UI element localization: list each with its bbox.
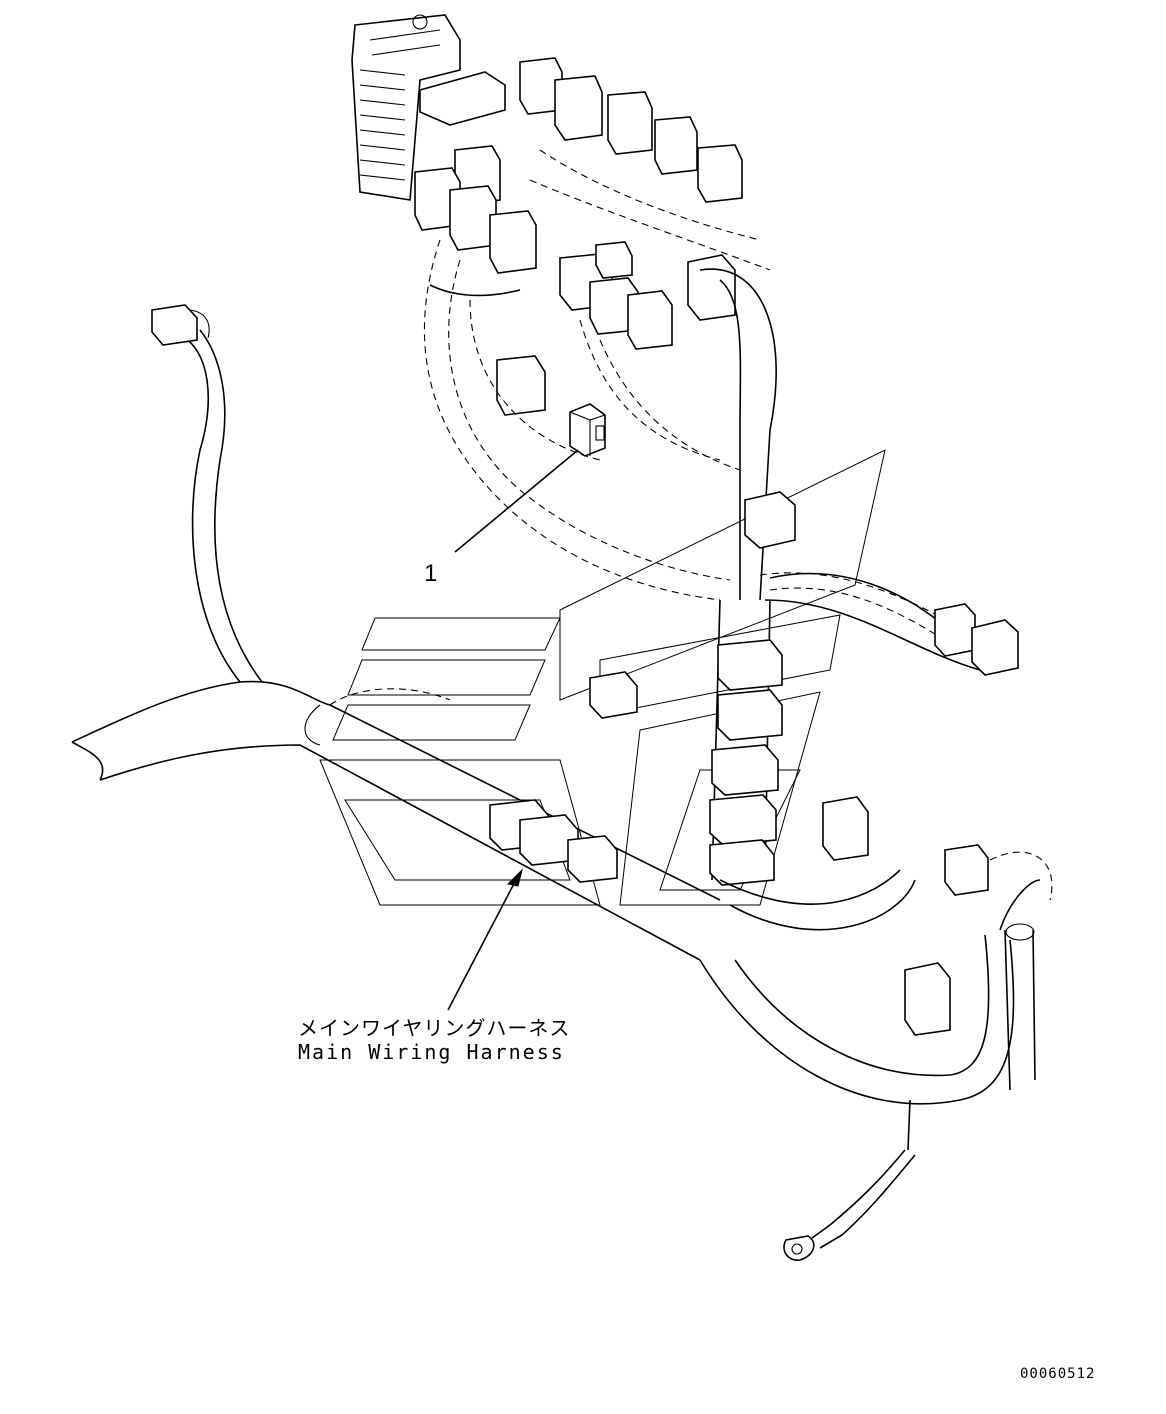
harness-leader <box>447 868 523 1011</box>
harness-label-japanese: メインワイヤリングハーネス <box>298 1016 571 1040</box>
relay-bank <box>414 57 743 416</box>
part-1-relay <box>569 403 606 457</box>
left-loop-wire <box>151 304 263 683</box>
vertical-trunk <box>709 599 783 886</box>
main-harness-tube <box>71 671 721 961</box>
lower-harness <box>699 796 1053 1261</box>
right-branch-connectors <box>744 491 1019 676</box>
callout-1-leader <box>454 449 579 553</box>
callout-number-1: 1 <box>424 560 438 587</box>
harness-label-english: Main Wiring Harness <box>298 1040 565 1064</box>
fuse-box <box>351 14 461 201</box>
drawing-number: 00060512 <box>1020 1366 1096 1382</box>
